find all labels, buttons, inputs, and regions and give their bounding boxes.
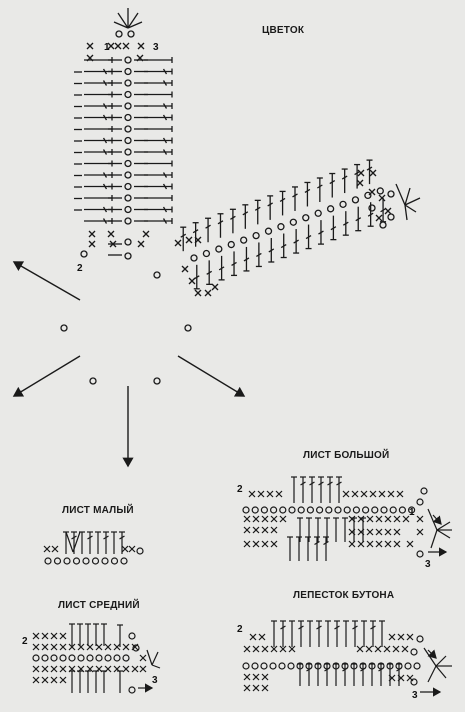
bud-petal-marker-3: 3 [412, 690, 418, 701]
title-leaf-medium: ЛИСТ СРЕДНИЙ [58, 600, 140, 611]
title-leaf-small: ЛИСТ МАЛЫЙ [62, 505, 134, 516]
title-bud-petal: ЛЕПЕСТОК БУТОНА [293, 590, 395, 601]
petal-right [174, 159, 421, 297]
leaf-large-marker-3: 3 [425, 559, 431, 570]
leaf-small-diagram [43, 531, 144, 565]
bud-petal-diagram [242, 620, 452, 697]
bud-petal-marker-2: 2 [237, 624, 243, 635]
flower-marker-2: 2 [77, 263, 83, 274]
flower-diagram [12, 8, 421, 468]
leaf-large-diagram [242, 476, 452, 561]
leaf-medium-marker-2: 2 [22, 636, 28, 647]
leaf-large-marker-1: 1 [409, 507, 415, 518]
title-flower: ЦВЕТОК [262, 25, 305, 36]
petal-top [74, 42, 173, 260]
flower-marker-3: 3 [153, 42, 159, 53]
petal-top-fan [113, 8, 143, 38]
title-leaf-large: ЛИСТ БОЛЬШОЙ [303, 450, 390, 461]
leaf-large-marker-2: 2 [237, 484, 243, 495]
center-ring [60, 271, 192, 385]
flower-marker-1: 1 [104, 42, 110, 53]
direction-arrows [12, 261, 246, 468]
leaf-medium-diagram [32, 623, 161, 694]
leaf-medium-marker-3: 3 [152, 675, 158, 686]
